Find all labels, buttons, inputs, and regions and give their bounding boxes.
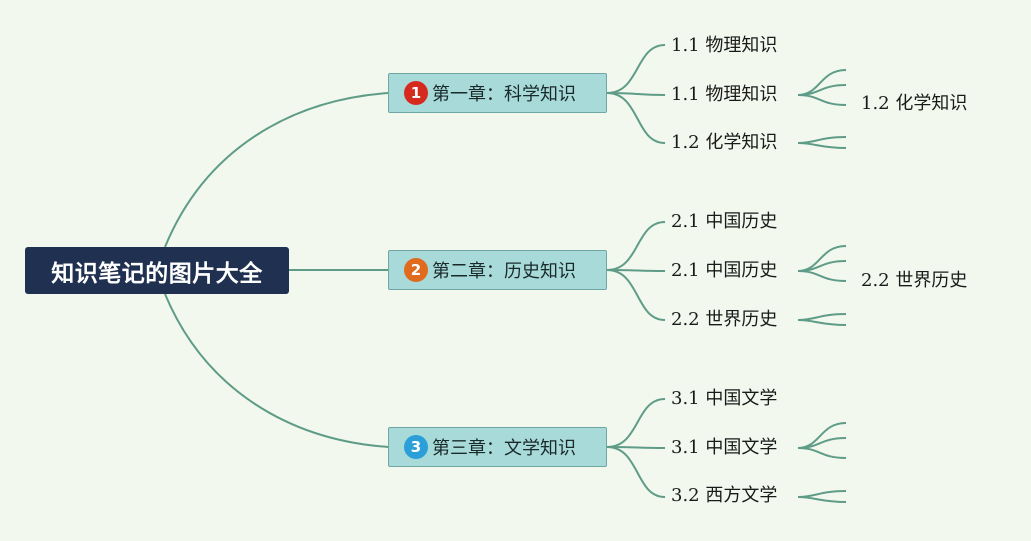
chapter-2-item-3[interactable]: 2.2 世界历史 <box>671 309 778 330</box>
chapter-2-to-item-2-connector <box>606 269 666 272</box>
chapter-2-to-item-1-connector <box>606 221 666 271</box>
chapter-2-item-2-fan-line-2 <box>797 260 847 272</box>
chapter-1-item-1[interactable]: 1.1 物理知识 <box>671 35 778 56</box>
chapter-1-item-2-fan-line-2 <box>797 84 847 96</box>
chapter-3-number-badge: 3 <box>404 435 428 459</box>
chapter-2-item-2[interactable]: 2.1 中国历史 <box>671 260 778 281</box>
chapter-1-item-2-fan-line-3 <box>797 94 847 106</box>
chapter-3-item-3-fan-line-1 <box>797 490 847 498</box>
chapter-2-topic[interactable]: 2 第二章：历史知识 <box>388 250 607 290</box>
root-topic-label: 知识笔记的图片大全 <box>51 260 263 287</box>
chapter-2-item-1[interactable]: 2.1 中国历史 <box>671 211 778 232</box>
chapter-3-item-2-fan-line-1 <box>797 422 847 449</box>
chapter-3-item-1[interactable]: 3.1 中国文学 <box>671 388 778 409</box>
chapter-1-side-label[interactable]: 1.2 化学知识 <box>861 93 968 114</box>
chapter-3-item-3[interactable]: 3.2 西方文学 <box>671 485 778 506</box>
root-to-chapter-1-connector <box>164 92 389 248</box>
chapter-1-topic[interactable]: 1 第一章：科学知识 <box>388 73 607 113</box>
chapter-3-item-3-fan-line-2 <box>797 496 847 503</box>
root-to-chapter-3-connector <box>164 293 389 448</box>
chapter-3-item-2-fan-line-2 <box>797 437 847 449</box>
chapter-1-item-3-fan-line-1 <box>797 136 847 144</box>
chapter-2-side-label[interactable]: 2.2 世界历史 <box>861 270 968 291</box>
chapter-1-label: 第一章：科学知识 <box>432 84 576 105</box>
chapter-2-number-badge: 2 <box>404 258 428 282</box>
chapter-3-to-item-3-connector <box>606 446 666 498</box>
chapter-2-item-2-fan-line-3 <box>797 270 847 282</box>
chapter-2-item-2-fan-line-1 <box>797 245 847 272</box>
chapter-2-item-3-fan-line-1 <box>797 313 847 321</box>
chapter-1-item-2[interactable]: 1.1 物理知识 <box>671 84 778 105</box>
chapter-2-item-3-fan-line-2 <box>797 319 847 326</box>
chapter-3-to-item-1-connector <box>606 398 666 448</box>
chapter-1-item-3-fan-line-2 <box>797 142 847 149</box>
chapter-3-topic[interactable]: 3 第三章：文学知识 <box>388 427 607 467</box>
root-topic[interactable]: 知识笔记的图片大全 <box>25 247 289 294</box>
chapter-1-to-item-3-connector <box>606 92 666 144</box>
chapter-2-label: 第二章：历史知识 <box>432 261 576 282</box>
chapter-2-to-item-3-connector <box>606 269 666 321</box>
chapter-3-item-2-fan-line-3 <box>797 447 847 459</box>
chapter-3-label: 第三章：文学知识 <box>432 438 576 459</box>
chapter-1-item-2-fan-line-1 <box>797 69 847 96</box>
chapter-1-to-item-2-connector <box>606 92 666 96</box>
chapter-1-to-item-1-connector <box>606 44 666 94</box>
chapter-1-number-badge: 1 <box>404 81 428 105</box>
chapter-3-item-2[interactable]: 3.1 中国文学 <box>671 437 778 458</box>
chapter-1-item-3[interactable]: 1.2 化学知识 <box>671 132 778 153</box>
chapter-3-to-item-2-connector <box>606 446 666 449</box>
